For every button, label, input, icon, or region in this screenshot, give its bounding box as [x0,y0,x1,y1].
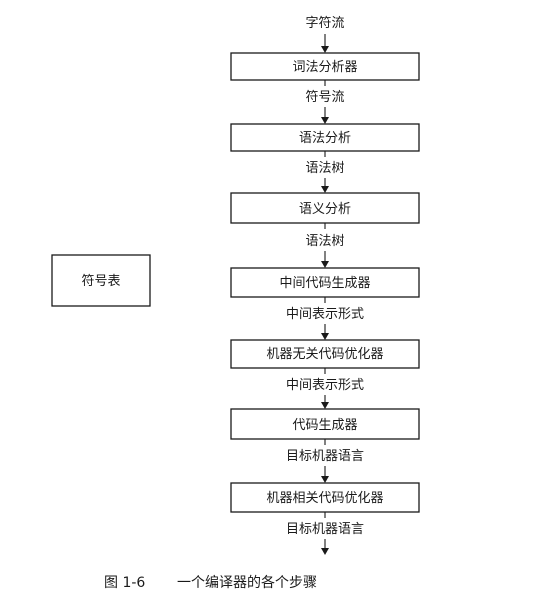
stage-label-dependent-optimizer: 机器相关代码优化器 [266,491,383,506]
symbol-table-label: 符号表 [81,273,120,289]
input-label: 字符流 [305,15,344,31]
arrow-6-head [321,476,329,483]
stage-label-semantic: 语义分析 [299,202,351,217]
caption-text: 一个编译器的各个步骤 [177,575,317,591]
stage-output-independent-optimizer: 中间表示形式 [286,378,364,393]
stage-output-lexer: 符号流 [305,89,344,105]
stage-label-lexer: 词法分析器 [292,60,357,75]
caption-number: 图 1-6 [104,575,145,591]
symbol-table-box [51,254,151,307]
stage-box-code-generator [230,408,420,440]
arrow-5-head [321,402,329,409]
arrow-3-head [321,261,329,268]
stage-box-semantic [230,192,420,224]
arrow-4-head [321,333,329,340]
stage-output-parser: 语法树 [305,161,344,176]
stage-output-dependent-optimizer: 目标机器语言 [286,522,364,537]
stage-label-ir-generator: 中间代码生成器 [279,276,370,291]
arrow-1-head [321,117,329,124]
stage-output-semantic: 语法树 [305,234,344,249]
stage-output-code-generator: 目标机器语言 [286,449,364,464]
arrow-input-head [321,46,329,53]
stage-label-code-generator: 代码生成器 [292,418,357,433]
stage-output-ir-generator: 中间表示形式 [286,307,364,322]
arrow-7-head [321,548,329,555]
stage-box-parser [230,123,420,152]
stage-box-dependent-optimizer [230,482,420,513]
stage-label-independent-optimizer: 机器无关代码优化器 [266,347,383,362]
arrow-2-head [321,186,329,193]
stage-label-parser: 语法分析 [299,131,351,146]
